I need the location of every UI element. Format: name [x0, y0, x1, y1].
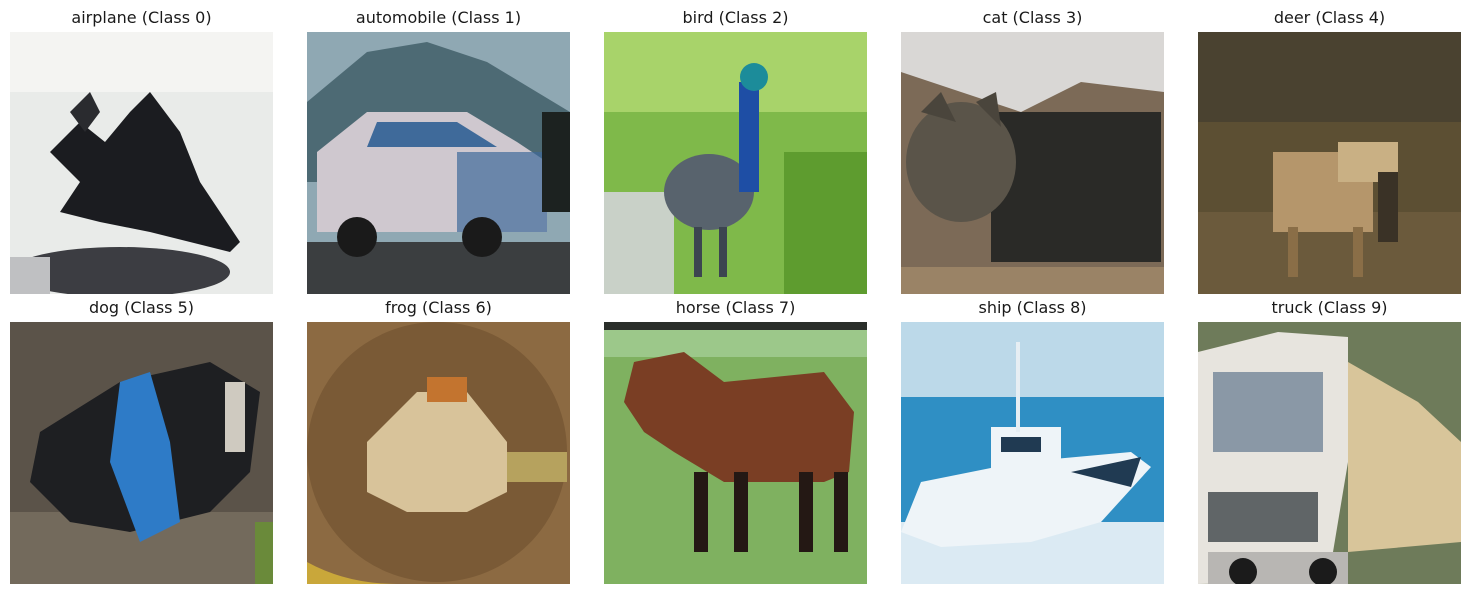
bird-image [604, 32, 867, 294]
panel-title: automobile (Class 1) [355, 8, 522, 27]
panel-title: cat (Class 3) [982, 8, 1083, 27]
dog-image [10, 322, 273, 584]
deer-image [1198, 32, 1461, 294]
panel-title: dog (Class 5) [88, 298, 195, 317]
frog-image [307, 322, 570, 584]
horse-image [604, 322, 867, 584]
truck-image [1198, 322, 1461, 584]
panel-title: frog (Class 6) [385, 298, 492, 317]
panel-title: airplane (Class 0) [71, 8, 212, 27]
ship-image [901, 322, 1164, 584]
panel-title: ship (Class 8) [978, 298, 1087, 317]
cat-image [901, 32, 1164, 294]
panel-title: deer (Class 4) [1273, 8, 1386, 27]
panel-title: truck (Class 9) [1271, 298, 1388, 317]
panel-title: horse (Class 7) [675, 298, 796, 317]
panel-title: bird (Class 2) [682, 8, 789, 27]
automobile-image [307, 32, 570, 294]
airplane-image [10, 32, 273, 294]
